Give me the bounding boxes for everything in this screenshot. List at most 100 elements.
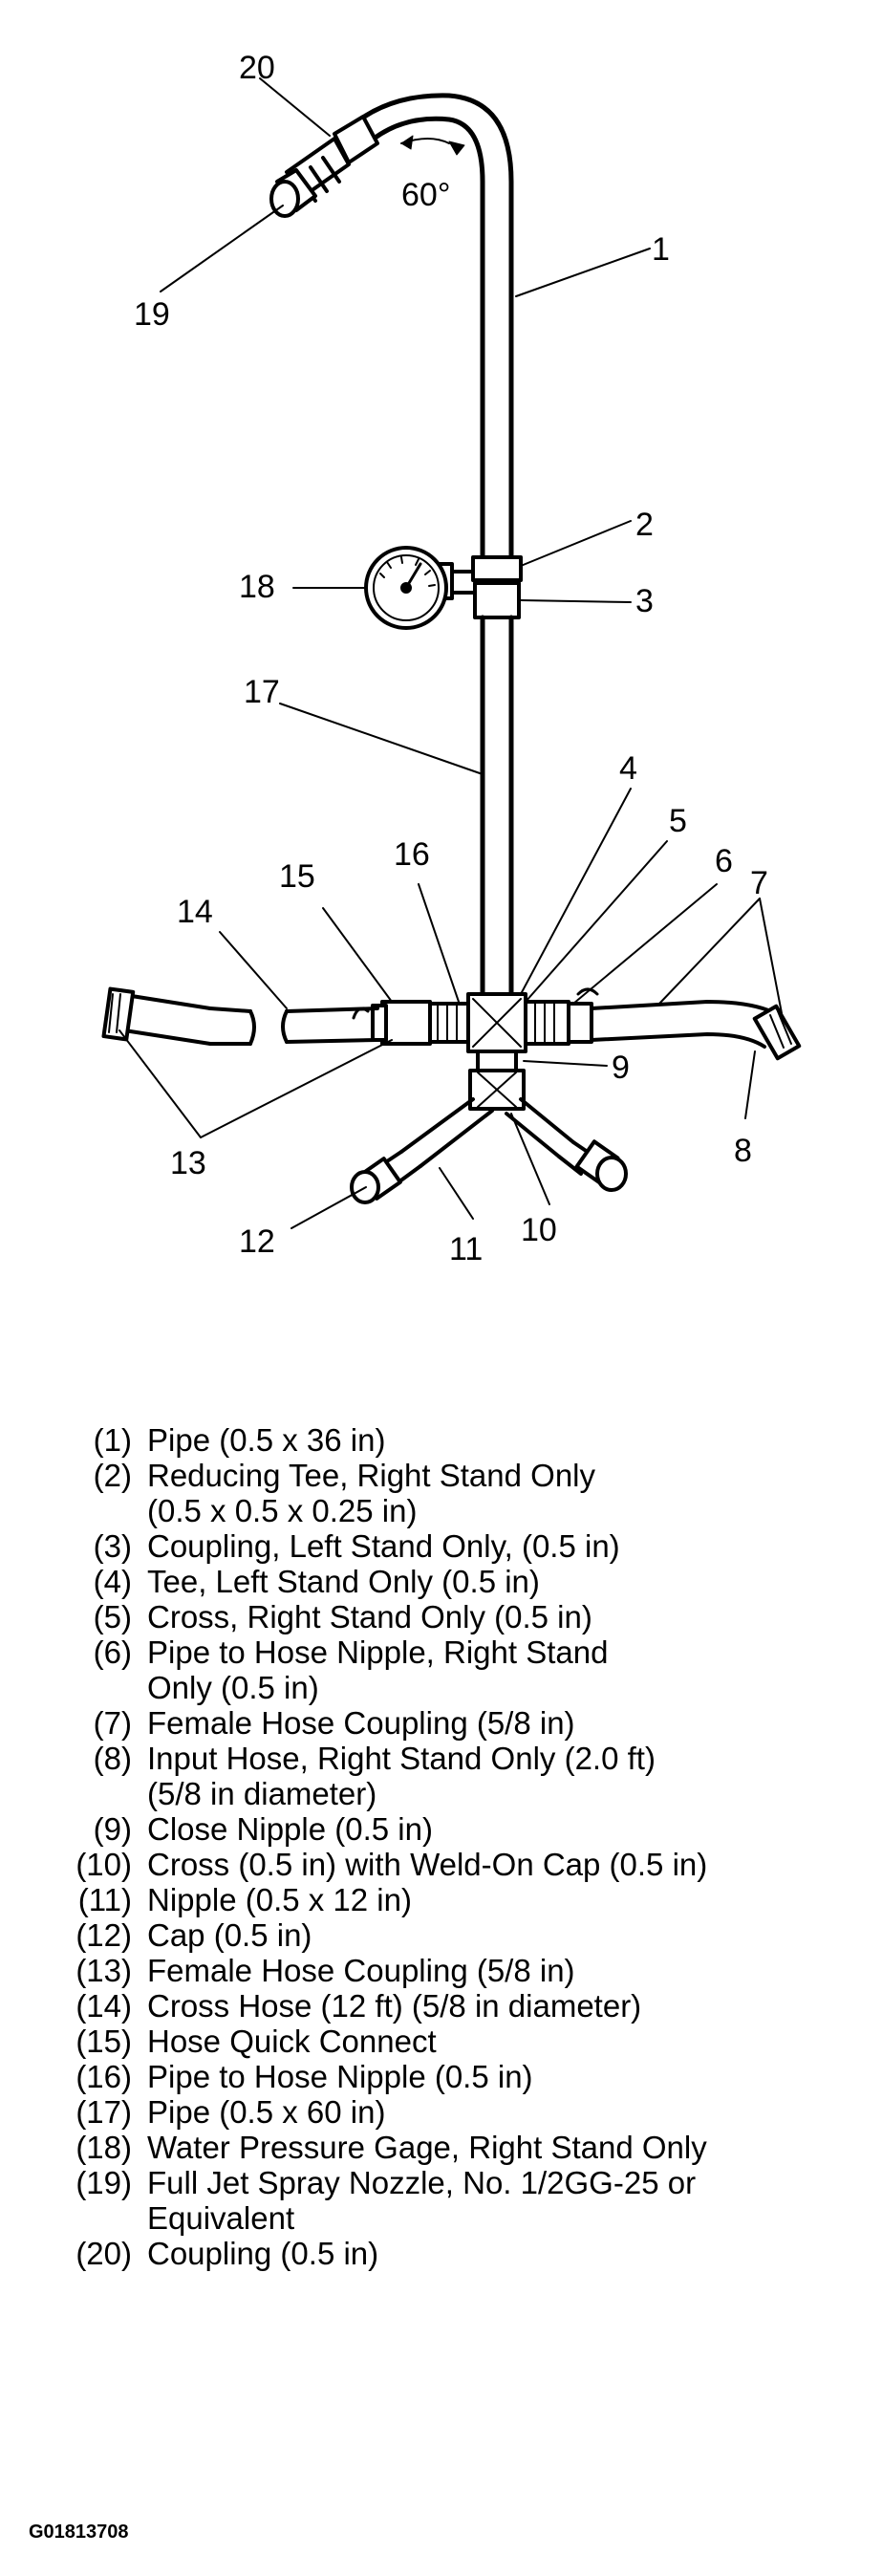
legend-item-description: Nipple (0.5 x 12 in)	[147, 1882, 870, 1917]
legend-item-description: Cross Hose (12 ft) (5/8 in diameter)	[147, 1988, 870, 2024]
legend-item-number: (20)	[75, 2236, 132, 2271]
legend-item: (11) Nipple (0.5 x 12 in)	[29, 1882, 870, 1917]
legend-item-line: Water Pressure Gage, Right Stand Only	[147, 2130, 707, 2165]
nozzle-19-shape	[269, 168, 317, 218]
legend-item-line: Female Hose Coupling (5/8 in)	[147, 1953, 575, 1988]
nipple-16-shape	[428, 1002, 470, 1044]
legend-item-description: Close Nipple (0.5 in)	[147, 1811, 870, 1847]
legend-item-description: Pipe (0.5 x 60 in)	[147, 2094, 870, 2130]
legend-item-number: (11)	[77, 1882, 132, 1917]
legend-item-number: (15)	[75, 2024, 132, 2059]
legend-item-description: Reducing Tee, Right Stand Only(0.5 x 0.5…	[147, 1458, 870, 1528]
tee-2-shape	[471, 555, 523, 582]
legend-item-description: Female Hose Coupling (5/8 in)	[147, 1705, 870, 1741]
callout-16: 16	[394, 836, 430, 873]
legend-item: (16) Pipe to Hose Nipple (0.5 in)	[29, 2059, 870, 2094]
legend-item: (13) Female Hose Coupling (5/8 in)	[29, 1953, 870, 1988]
legend-item-description: Input Hose, Right Stand Only (2.0 ft)(5/…	[147, 1741, 870, 1811]
hose-8	[590, 1000, 781, 1049]
legend-item: (4) Tee, Left Stand Only (0.5 in)	[29, 1564, 870, 1599]
legend-item: (3)Coupling, Left Stand Only, (0.5 in)	[29, 1528, 870, 1564]
legend-item-number: (13)	[75, 1953, 132, 1988]
legend-item-line: Equivalent	[147, 2200, 295, 2236]
legend-item-line: Hose Quick Connect	[147, 2024, 437, 2059]
callout-6: 6	[715, 843, 733, 879]
legend-item-number: (14)	[75, 1988, 132, 2024]
close-nipple-9-shape	[476, 1050, 518, 1072]
legend-item-description: Pipe to Hose Nipple (0.5 in)	[147, 2059, 870, 2094]
legend-item-number: (9)	[93, 1811, 132, 1847]
legend-item-line: Close Nipple (0.5 in)	[147, 1811, 433, 1847]
legend-item-line: Nipple (0.5 x 12 in)	[147, 1882, 412, 1917]
legend-item: (1) Pipe (0.5 x 36 in)	[29, 1422, 870, 1458]
legend-item: (9) Close Nipple (0.5 in)	[29, 1811, 870, 1847]
legend-item-line: Pipe to Hose Nipple, Right Stand	[147, 1634, 609, 1670]
pipe-1	[365, 116, 485, 567]
nipple-11	[399, 1097, 494, 1168]
legend-item-number: (16)	[75, 2059, 132, 2094]
callout-2: 2	[635, 507, 654, 543]
legend-item: (12)Cap (0.5 in)	[29, 1917, 870, 1953]
legend-item: (7) Female Hose Coupling (5/8 in)	[29, 1705, 870, 1741]
gauge-18-shape	[364, 546, 448, 630]
callout-4: 4	[619, 750, 637, 787]
coupling-7-shape	[752, 1004, 802, 1061]
parts-legend: (1) Pipe (0.5 x 36 in) (2) Reducing Tee, Ri…	[29, 1422, 870, 2271]
spray-stand-diagram: 20 60° 1 19 2 18 3 17 4 5 16 15 6 7 14 9…	[101, 50, 802, 1267]
callout-17: 17	[244, 674, 280, 710]
cap-12-shape	[350, 1157, 402, 1204]
figure-code: G01813708	[29, 2522, 129, 2543]
quick-connect-15-shape	[380, 1000, 432, 1046]
legend-item-line: Pipe to Hose Nipple (0.5 in)	[147, 2059, 533, 2094]
callout-10: 10	[521, 1212, 557, 1248]
legend-item-line: Cross Hose (12 ft) (5/8 in diameter)	[147, 1988, 642, 2024]
legend-item-line: Pipe (0.5 x 60 in)	[147, 2094, 386, 2130]
legend-item-number: (12)	[75, 1917, 132, 1953]
callout-18: 18	[239, 569, 275, 605]
legend-item: (17) Pipe (0.5 x 60 in)	[29, 2094, 870, 2130]
legend-item-line: Only (0.5 in)	[147, 1670, 319, 1705]
callout-20: 20	[239, 50, 275, 86]
legend-item-line: Cross, Right Stand Only (0.5 in)	[147, 1599, 592, 1634]
coupling-13-shape	[101, 986, 136, 1042]
legend-item: (2) Reducing Tee, Right Stand Only(0.5 x …	[29, 1458, 870, 1528]
legend-item: (10)Cross (0.5 in) with Weld-On Cap (0.5…	[29, 1847, 870, 1882]
legend-item-line: Pipe (0.5 x 36 in)	[147, 1422, 386, 1458]
legend-item-number: (19)	[75, 2165, 132, 2200]
legend-item-number: (17)	[75, 2094, 132, 2130]
legend-item-number: (1)	[93, 1422, 132, 1458]
legend-item: (19) Full Jet Spray Nozzle, No. 1/2GG-25 …	[29, 2165, 870, 2236]
legend-item-description: Pipe (0.5 x 36 in)	[147, 1422, 870, 1458]
legend-item-line: Female Hose Coupling (5/8 in)	[147, 1705, 575, 1741]
callout-7: 7	[750, 865, 768, 901]
legend-item: (18) Water Pressure Gage, Right Stand Onl…	[29, 2130, 870, 2165]
callout-14: 14	[177, 894, 213, 930]
callout-3: 3	[635, 583, 654, 619]
legend-item-description: Cross, Right Stand Only (0.5 in)	[147, 1599, 870, 1634]
legend-item-number: (8)	[93, 1741, 132, 1776]
legend-item-description: Tee, Left Stand Only (0.5 in)	[147, 1564, 870, 1599]
legend-item-number: (2)	[93, 1458, 132, 1493]
legend-item-line: (5/8 in diameter)	[147, 1776, 377, 1811]
callout-8: 8	[734, 1133, 752, 1169]
legend-item-number: (4)	[93, 1564, 132, 1599]
callout-5: 5	[669, 803, 687, 839]
legend-item-description: Cross (0.5 in) with Weld-On Cap (0.5 in)	[147, 1847, 870, 1882]
legend-item-line: Cross (0.5 in) with Weld-On Cap (0.5 in)	[147, 1847, 708, 1882]
legend-item-number: (6)	[93, 1634, 132, 1670]
legend-item-number: (18)	[75, 2130, 132, 2165]
legend-item-line: Full Jet Spray Nozzle, No. 1/2GG-25 or	[147, 2165, 697, 2200]
callout-19: 19	[134, 296, 170, 333]
callout-11: 11	[449, 1231, 483, 1267]
legend-item-number: (5)	[93, 1599, 132, 1634]
legend-item-number: (3)	[93, 1528, 132, 1564]
cap-right-shape	[574, 1139, 628, 1192]
legend-item-number: (7)	[93, 1705, 132, 1741]
legend-item: (5) Cross, Right Stand Only (0.5 in)	[29, 1599, 870, 1634]
legend-item-line: Input Hose, Right Stand Only (2.0 ft)	[147, 1741, 656, 1776]
callout-12: 12	[239, 1223, 275, 1260]
legend-item: (20)Coupling (0.5 in)	[29, 2236, 870, 2271]
pipe-nipple-6-shape	[524, 1000, 570, 1046]
legend-item-description: Water Pressure Gage, Right Stand Only	[147, 2130, 870, 2165]
